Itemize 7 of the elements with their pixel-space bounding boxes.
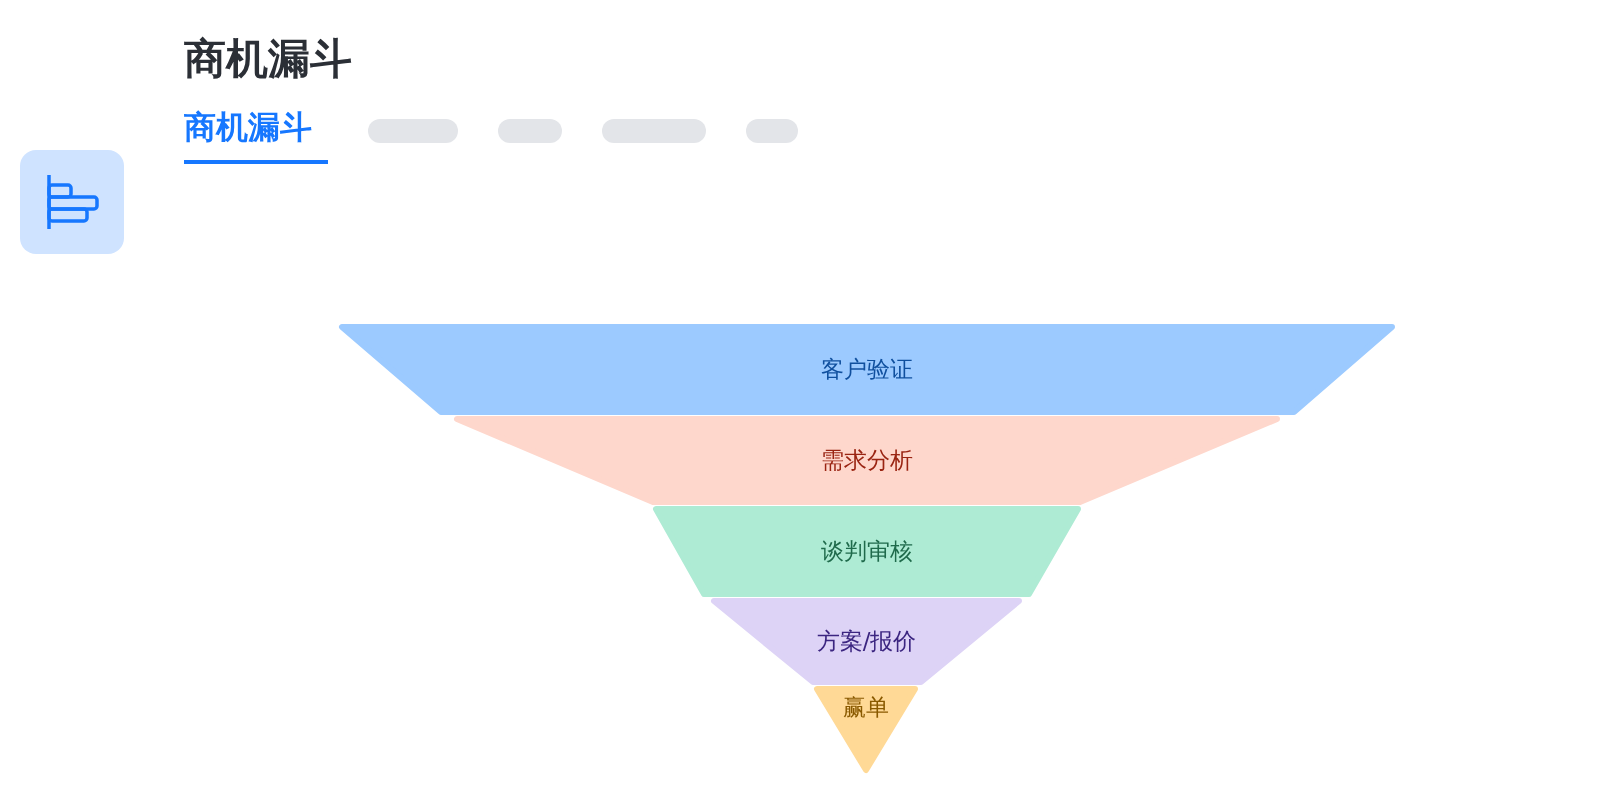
stage-label: 方案/报价 <box>816 627 917 656</box>
stage-label: 谈判审核 <box>821 537 913 566</box>
stage-label: 赢单 <box>843 693 889 722</box>
stage-label: 客户验证 <box>821 355 913 384</box>
active-tab: 商机漏斗 <box>184 108 328 165</box>
stage-label: 需求分析 <box>821 446 913 475</box>
page-title: 商机漏斗 <box>184 34 352 85</box>
